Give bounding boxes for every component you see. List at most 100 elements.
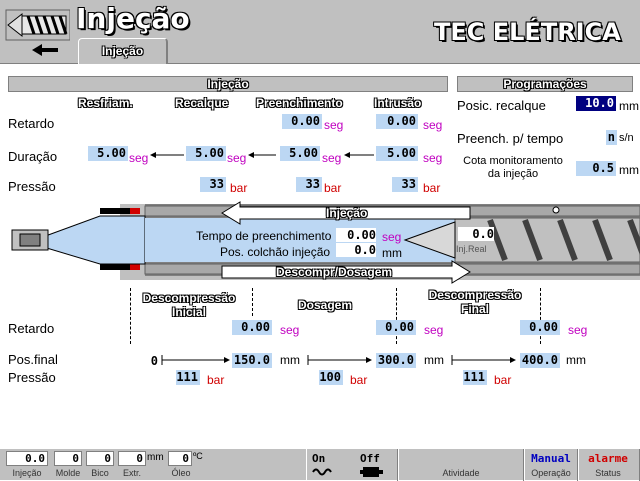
row-label-retardo: Retardo (8, 116, 55, 131)
divider-4 (540, 288, 541, 344)
duration-flow-arrows (150, 152, 374, 158)
row-label-pressao: Pressão (8, 179, 56, 194)
pressao-dosing-unit-2: bar (350, 373, 368, 387)
posfinal-label: Pos.final (8, 352, 58, 367)
pos-colchao-value: 0.0 (336, 243, 376, 257)
col-intrusao: Intrusão (374, 96, 422, 110)
operacao-label: Operação (531, 468, 571, 478)
pressao-dosing-unit-1: bar (207, 373, 225, 387)
pressao-preenchimento-field[interactable]: 33 (296, 177, 322, 192)
duracao-resfriam-unit: seg (129, 151, 149, 165)
screw-position-value: 0.0 (458, 227, 494, 241)
temp-bico-label: Bico (91, 468, 109, 478)
cota-monitoramento-label: Cota monitoramento da injeção (457, 155, 569, 181)
retardo-descomp-ini-unit: seg (280, 323, 300, 337)
temp-molde-value: 0 (54, 451, 82, 466)
motor-icon (360, 467, 383, 477)
retardo-intrusao-field[interactable]: 0.00 (376, 114, 418, 129)
cota-monitoramento-unit: mm (619, 163, 639, 177)
pos-colchao-label: Pos. colchão injeção (220, 245, 331, 259)
posfinal-descomp-inicial-field[interactable]: 150.0 (232, 353, 272, 368)
pressao-dosing-unit-3: bar (494, 373, 512, 387)
tab-label: Injeção (101, 44, 144, 58)
preench-tempo-field[interactable]: n (606, 130, 617, 145)
posic-recalque-field[interactable]: 10.0 (576, 96, 616, 111)
pressao-recalque-unit: bar (230, 181, 248, 195)
tempo-preench-label: Tempo de preenchimento (196, 229, 332, 243)
retardo-dosagem-field[interactable]: 0.00 (376, 320, 416, 335)
status-label: Status (595, 468, 621, 478)
operacao-value: Manual (531, 452, 571, 465)
duracao-recalque-field[interactable]: 5.00 (186, 146, 226, 161)
posfinal-start-value: 0 (150, 354, 158, 368)
dosing-pressao-label: Pressão (8, 370, 56, 385)
pressao-recalque-field[interactable]: 33 (200, 177, 226, 192)
temp-molde-label: Molde (55, 468, 81, 478)
retardo-descomp-final-field[interactable]: 0.00 (520, 320, 560, 335)
temp-bico-value: 0 (86, 451, 114, 466)
pressao-intrusao-unit: bar (423, 181, 441, 195)
oleo-unit: ºC (193, 451, 203, 461)
pressao-dosagem-field[interactable]: 100 (319, 370, 343, 385)
retardo-dosagem-unit: seg (424, 323, 444, 337)
pressao-descomp-inicial-field[interactable]: 111 (176, 370, 200, 385)
pressao-intrusao-field[interactable]: 33 (392, 177, 418, 192)
col-descompressao-inicial: Descompressão Inicial (134, 291, 244, 319)
col-dosagem: Dosagem (298, 298, 353, 312)
posfinal-descomp-final-field[interactable]: 400.0 (520, 353, 560, 368)
posic-recalque-unit: mm (619, 99, 639, 113)
duracao-resfriam-field[interactable]: 5.00 (88, 146, 128, 161)
posfinal-unit-1: mm (280, 353, 300, 367)
cota-label-line2: da injeção (487, 168, 539, 180)
descompr-arrow-label: Descompr/Dosagem (276, 265, 393, 279)
heater-icon (312, 468, 332, 476)
col-descompressao-final: Descompressão Final (420, 288, 530, 316)
posfinal-unit-2: mm (424, 353, 444, 367)
motor-cell (306, 449, 398, 481)
brand-title: TEC ELÉTRICA (434, 18, 621, 46)
oleo-label: Óleo (171, 468, 191, 478)
duracao-preenchimento-field[interactable]: 5.00 (280, 146, 320, 161)
tempo-preench-unit: seg (382, 230, 402, 244)
divider-1 (130, 288, 131, 344)
cota-label-line1: Cota monitoramento (463, 155, 563, 167)
screw-position-label: Inj.Real (456, 244, 487, 254)
temps-unit: mm (147, 452, 164, 463)
col-descomp-fin-line2: Final (460, 302, 489, 316)
posfinal-unit-3: mm (566, 353, 586, 367)
retardo-descomp-fin-unit: seg (568, 323, 588, 337)
injection-unit-diagram (0, 196, 640, 286)
tempo-preench-value: 0.00 (336, 228, 376, 242)
col-descomp-ini-line2: Inicial (171, 305, 206, 319)
duracao-recalque-unit: seg (227, 151, 247, 165)
pressao-preench-unit: bar (324, 181, 342, 195)
temp-injecao-label: Injeção (12, 468, 42, 478)
dosing-retardo-label: Retardo (8, 321, 55, 336)
atividade-label: Atividade (442, 468, 480, 478)
screw-logo-icon (4, 6, 71, 58)
posfinal-dosagem-field[interactable]: 300.0 (376, 353, 416, 368)
atividade-cell (398, 449, 524, 481)
col-descomp-fin-line1: Descompressão (428, 288, 522, 302)
temp-extr-value: 0 (118, 451, 146, 466)
tab-injecao[interactable]: Injeção (78, 38, 168, 64)
col-descomp-ini-line1: Descompressão (142, 291, 236, 305)
row-label-duracao: Duração (8, 149, 58, 164)
pressao-descomp-final-field[interactable]: 111 (463, 370, 487, 385)
status-footer: 0.0 Injeção 0 Molde 0 Bico 0 Extr. mm 0 … (0, 448, 640, 481)
col-recalque: Recalque (175, 96, 229, 110)
preench-tempo-unit: s/n (619, 132, 634, 144)
operacao-cell[interactable] (524, 449, 578, 481)
retardo-preenchimento-field[interactable]: 0.00 (282, 114, 322, 129)
divider-2 (252, 288, 253, 316)
retardo-descomp-inicial-field[interactable]: 0.00 (232, 320, 272, 335)
temp-injecao-value: 0.0 (6, 451, 48, 466)
injecao-arrow-label: Injeção (326, 206, 368, 220)
cota-monitoramento-field[interactable]: 0.5 (576, 161, 616, 176)
duracao-intrusao-field[interactable]: 5.00 (376, 146, 418, 161)
temp-extr-label: Extr. (122, 468, 141, 478)
posfinal-flow-arrows (161, 355, 516, 365)
motor-on-label: On (312, 452, 326, 465)
col-preenchimento: Preenchimento (256, 96, 343, 110)
injection-section-title: Injeção (8, 76, 448, 92)
